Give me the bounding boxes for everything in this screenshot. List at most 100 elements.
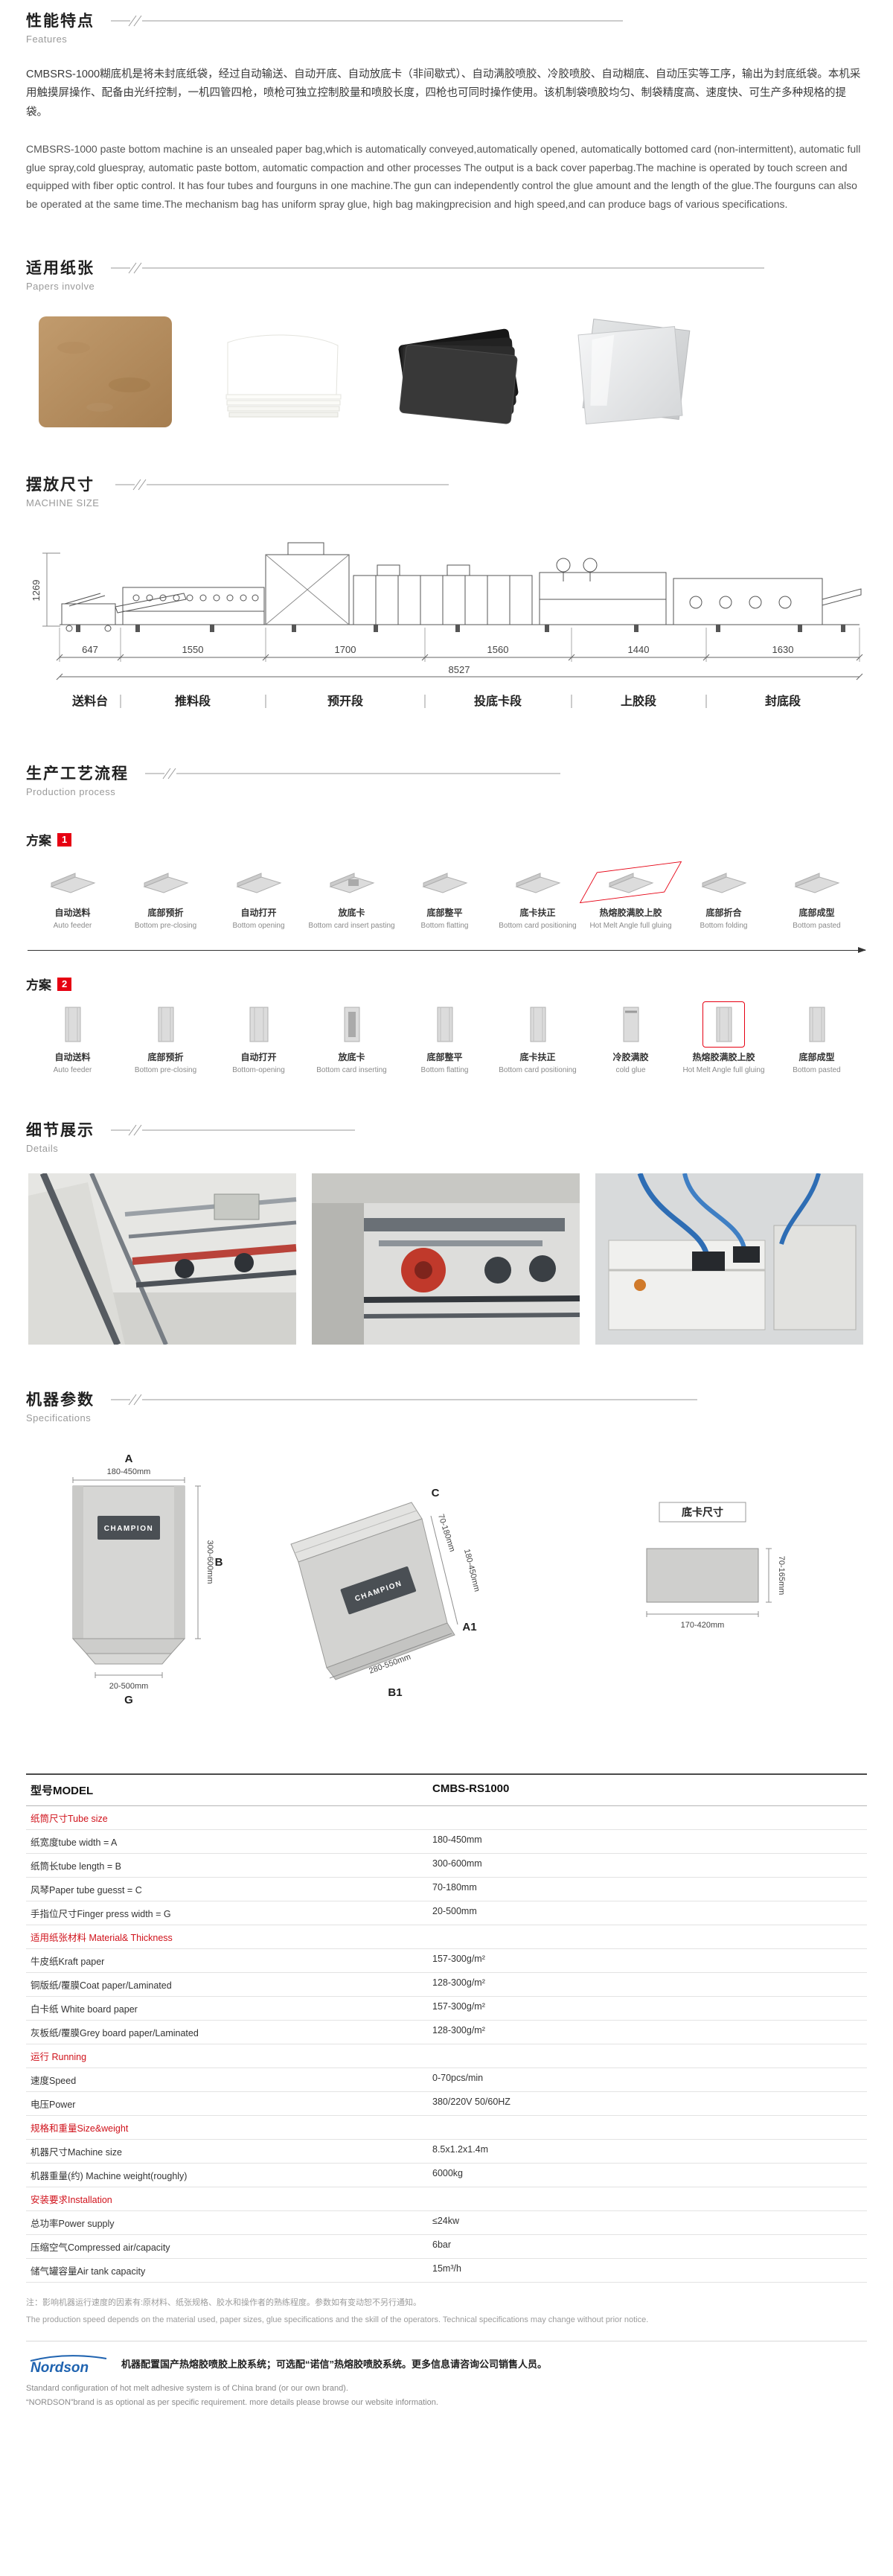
- plan2-label: 方案 2: [26, 975, 867, 993]
- detail-photos: [26, 1173, 867, 1345]
- papers-section: 适用纸张 Papers involve: [26, 256, 867, 430]
- bag-state-icon-highlighted: [584, 859, 677, 901]
- machine-section-label: 送料台: [71, 694, 108, 708]
- section-title-en: Details: [26, 1143, 59, 1155]
- step-label-cn: 自动打开: [240, 1052, 277, 1063]
- process-step: 放底卡 Bottom card insert pasting: [305, 859, 398, 931]
- bag-state-icon: [212, 859, 305, 901]
- bag-state-icon: [677, 859, 770, 901]
- bag-state-icon: [398, 859, 491, 901]
- bag-state-icon: [584, 1004, 677, 1045]
- step-label-cn: 放底卡: [338, 908, 365, 919]
- model-header-label: 型号MODEL: [31, 1785, 94, 1798]
- glossy-coated-sheets-image: [577, 319, 691, 425]
- section-title-en: Production process: [26, 786, 116, 798]
- dim-total: 8527: [449, 664, 470, 675]
- machine-section-label: 投底卡段: [474, 694, 522, 708]
- nordson-statement-en: Standard configuration of hot melt adhes…: [26, 2382, 867, 2411]
- nordson-en-line2: “NORDSON”brand is as optional as per spe…: [26, 2398, 438, 2408]
- dim-segment: 1630: [772, 644, 794, 655]
- step-label-en: Bottom pre-closing: [134, 1066, 197, 1075]
- step-label-cn: 自动打开: [240, 908, 277, 919]
- bottom-card-title: 底卡尺寸: [682, 1506, 723, 1518]
- plan1-label: 方案 1: [26, 830, 867, 849]
- decorative-slash-line: [145, 768, 560, 780]
- bag-state-icon: [119, 859, 212, 901]
- product-detail-page: 性能特点 Features CMBSRS-1000糊底机是将未封底纸袋，经过自动…: [0, 0, 893, 2440]
- dim-b1-label: B1: [388, 1686, 402, 1699]
- bag-state-icon: [26, 859, 119, 901]
- section-title-cn: 细节展示: [26, 1122, 95, 1140]
- dim-segment: 1560: [487, 644, 509, 655]
- step-label-cn: 冷胶满胶: [612, 1052, 649, 1063]
- process-flow-arrow: [28, 947, 866, 954]
- step-label-en: Hot Melt Angle full gluing: [682, 1066, 765, 1075]
- section-title-en: Specifications: [26, 1412, 92, 1424]
- machine-size-header: 摆放尺寸 MACHINE SIZE: [26, 473, 867, 508]
- process-step: 自动打开 Bottom-opening: [212, 1004, 305, 1075]
- step-label-en: Bottom pasted: [793, 1066, 841, 1075]
- step-label-cn: 自动送料: [54, 908, 91, 919]
- section-title-cn: 适用纸张: [26, 260, 95, 278]
- dim-segment: 647: [82, 644, 98, 655]
- decorative-slash-line: [111, 1394, 697, 1406]
- detail-photo-rollers: [312, 1173, 580, 1345]
- section-title-en: Features: [26, 34, 68, 45]
- machine-section-label: 上胶段: [621, 694, 657, 708]
- step-label-en: cold glue: [615, 1066, 646, 1075]
- note-en: The production speed depends on the mate…: [26, 2315, 649, 2324]
- step-label-en: Bottom card insert pasting: [308, 922, 395, 931]
- nordson-logo: Nordson: [30, 2354, 107, 2376]
- step-label-en: Bottom folding: [700, 922, 748, 931]
- bag-state-icon: [26, 1004, 119, 1045]
- dim-c-label: C: [432, 1487, 440, 1499]
- dim-a-value: 180-450mm: [107, 1467, 151, 1476]
- step-label-cn: 热熔胶满胶上胶: [692, 1052, 755, 1063]
- process-step: 热熔胶满胶上胶 Hot Melt Angle full gluing: [677, 1001, 770, 1075]
- nordson-en-line1: Standard configuration of hot melt adhes…: [26, 2383, 348, 2393]
- white-paper-stack-image: [225, 334, 342, 418]
- papers-header: 适用纸张 Papers involve: [26, 256, 867, 292]
- section-title-cn: 摆放尺寸: [26, 476, 95, 494]
- decorative-slash-line: [111, 15, 623, 27]
- step-label-en: Bottom pasted: [793, 922, 841, 931]
- spec-table: 型号MODEL CMBS-RS1000 纸筒尺寸Tube size 纸宽度tub…: [26, 1773, 867, 2283]
- spec-section-row: 运行 Running: [26, 2044, 867, 2069]
- plan-word: 方案: [26, 834, 51, 849]
- dim-card-width: 170-420mm: [681, 1621, 725, 1630]
- bag-state-icon-highlighted: [677, 1001, 770, 1048]
- spec-section-row: 规格和重量Size&weight: [26, 2116, 867, 2140]
- step-label-en: Bottom flatting: [420, 1066, 469, 1075]
- features-paragraph-cn: CMBSRS-1000糊底机是将未封底纸袋，经过自动输送、自动开底、自动放底卡（…: [26, 68, 861, 118]
- decorative-slash-line: [115, 479, 449, 491]
- bottom-card-diagram: 底卡尺寸 170-420mm 70-165mm: [646, 1502, 786, 1630]
- dimension-diagrams: A 180-450mm CHAMPION 300-600mm B 20-500m…: [26, 1450, 867, 1711]
- bag-state-icon: [305, 859, 398, 901]
- step-label-cn: 底部成型: [798, 1052, 835, 1063]
- model-header-value: CMBS-RS1000: [432, 1782, 510, 1796]
- step-label-en: Bottom-opening: [232, 1066, 285, 1075]
- bag-state-icon: [770, 1004, 863, 1045]
- step-label-cn: 底部成型: [798, 908, 835, 919]
- features-paragraph-en: CMBSRS-1000 paste bottom machine is an u…: [26, 143, 861, 210]
- detail-photo-frame: [28, 1173, 297, 1345]
- section-title-cn: 生产工艺流程: [26, 765, 129, 783]
- step-label-cn: 底卡扶正: [519, 1052, 556, 1063]
- machine-section-label: 预开段: [327, 694, 364, 708]
- step-label-en: Bottom card inserting: [316, 1066, 387, 1075]
- bag-front-diagram: A 180-450mm CHAMPION 300-600mm B 20-500m…: [71, 1453, 223, 1706]
- step-label-en: Bottom pre-closing: [134, 922, 197, 931]
